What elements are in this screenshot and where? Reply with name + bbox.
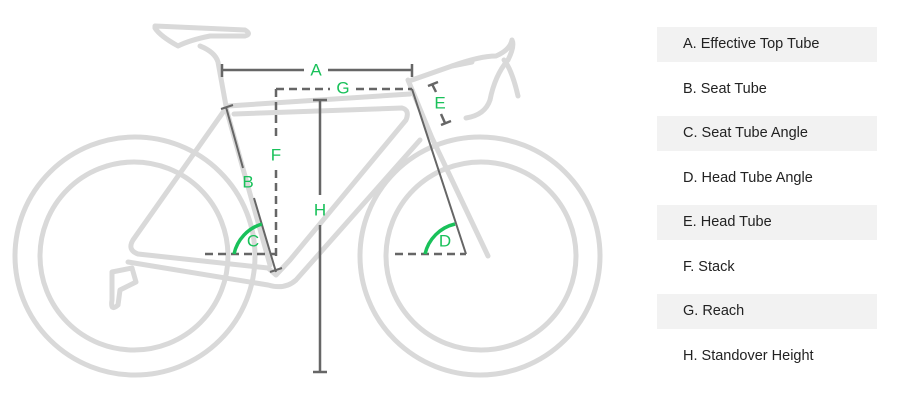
- derailleur: [109, 265, 139, 311]
- front-tire: [357, 134, 603, 378]
- head-tube-fork: [405, 77, 491, 259]
- measure-e: [427, 80, 452, 127]
- head-tube-axis: [411, 88, 467, 255]
- measure-h: [313, 98, 327, 374]
- label-c: C: [247, 232, 259, 251]
- seat-angle-arc: [232, 222, 263, 255]
- label-f: F: [271, 146, 281, 165]
- legend-item-seat-tube-angle: C. Seat Tube Angle: [657, 116, 877, 151]
- label-b: B: [242, 173, 253, 192]
- chainstay: [125, 137, 423, 290]
- label-a: A: [310, 61, 322, 80]
- label-g: G: [336, 79, 349, 98]
- legend-item-stack: F. Stack: [683, 258, 735, 275]
- rear-tire: [12, 134, 258, 378]
- head-angle-arc: [423, 222, 456, 255]
- legend-item-seat-tube: B. Seat Tube: [683, 80, 767, 97]
- label-d: D: [439, 232, 451, 251]
- label-h: H: [314, 201, 326, 220]
- frame-triangle: [128, 105, 410, 278]
- label-e: E: [434, 94, 445, 113]
- rear-rim: [37, 159, 231, 353]
- legend-item-effective-top-tube: A. Effective Top Tube: [657, 27, 877, 62]
- legend-item-head-tube: E. Head Tube: [657, 205, 877, 240]
- bike-geometry-diagram: A G E F B H C D: [12, 23, 603, 378]
- legend-item-reach: G. Reach: [657, 294, 877, 329]
- bike-outline: [12, 23, 603, 378]
- front-rim: [383, 159, 579, 353]
- measure-a: [220, 64, 414, 77]
- saddle: [152, 23, 251, 49]
- measurements: [205, 64, 467, 374]
- legend-item-head-tube-angle: D. Head Tube Angle: [683, 169, 813, 186]
- geometry-legend: A. Effective Top Tube B. Seat Tube C. Se…: [657, 27, 877, 383]
- measure-b: [220, 104, 283, 273]
- measure-labels: A G E F B H C D: [242, 61, 451, 251]
- seatpost: [197, 43, 229, 109]
- angle-arcs: [232, 222, 456, 255]
- handlebar: [449, 37, 521, 121]
- legend-item-standover-height: H. Standover Height: [683, 347, 814, 364]
